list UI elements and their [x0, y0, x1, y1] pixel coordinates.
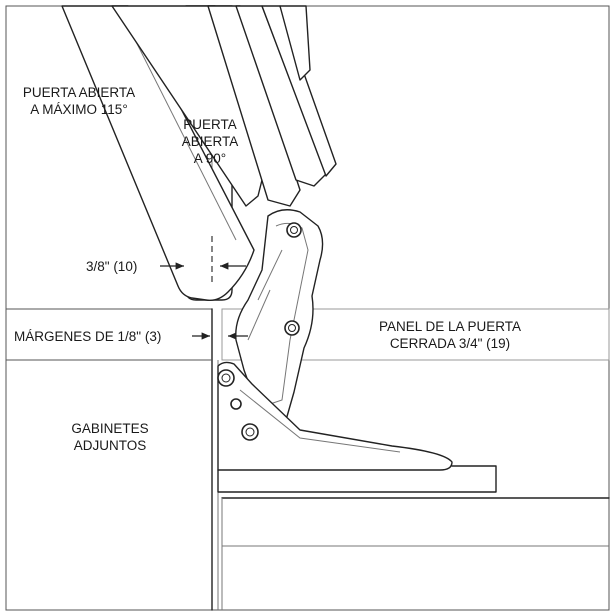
label-door-open-90: PUERTA ABIERTA A 90° [170, 116, 250, 167]
label-gap-38-fraction: 3/8" [86, 259, 110, 274]
label-gap-38-mm: (10) [109, 259, 138, 274]
hinge-arm-plate-a [207, 5, 301, 207]
mounting-screw-top [217, 369, 235, 387]
label-margins-mm: (3) [141, 329, 162, 344]
label-door-open-115-line2: A MÁXIMO 115° [30, 102, 128, 117]
label-gap-38: 3/8" (10) [86, 258, 137, 275]
label-door-open-115-line1: PUERTA ABIERTA [22, 85, 136, 100]
hinge-linkage [235, 209, 324, 421]
label-margins: MÁRGENES DE 1/8" (3) [14, 328, 161, 345]
hinge-arm-plate-d [279, 5, 311, 81]
mounting-screw-bottom [241, 423, 259, 441]
door-open-115 [61, 5, 255, 302]
label-closed-door-panel: PANEL DE LA PUERTA CERRADA 3/4" (19) [350, 318, 550, 352]
pivot-bolt-upper [286, 222, 302, 238]
label-adjoining-cabinets: GABINETES ADJUNTOS [50, 420, 170, 454]
base-rail-top [217, 465, 497, 493]
mounting-screw-top-inner [221, 373, 231, 383]
label-door-open-90-line2: ABIERTA [181, 134, 239, 149]
pivot-bolt-upper-inner [290, 226, 298, 234]
hinge-linkage-arm [247, 249, 283, 341]
hinge-arm-plate-b [235, 5, 327, 187]
label-panel-cerrada: CERRADA [389, 336, 459, 351]
hinge-mounting-plate [217, 361, 453, 471]
label-panel-mm: (19) [482, 336, 511, 351]
label-panel-fraction: 3/4" [458, 336, 483, 351]
label-cabinets-line1: GABINETES [71, 421, 149, 436]
label-panel-line2: CERRADA 3/4" (19) [350, 335, 550, 352]
mounting-hole-small [230, 398, 242, 410]
label-door-open-115: PUERTA ABIERTA A MÁXIMO 115° [12, 84, 146, 118]
adjoining-cabinet-top [5, 308, 213, 361]
label-margins-text: MÁRGENES DE [14, 329, 118, 344]
mounting-screw-bottom-inner [245, 427, 255, 437]
pivot-bolt-middle-inner [288, 324, 296, 332]
pivot-bolt-middle [284, 320, 300, 336]
label-door-open-90-line1: PUERTA [183, 117, 237, 132]
label-door-open-90-line3: A 90° [193, 151, 227, 166]
diagram-frame [5, 5, 610, 611]
label-panel-line1: PANEL DE LA PUERTA [378, 319, 522, 334]
label-cabinets-line2: ADJUNTOS [73, 438, 147, 453]
label-margins-fraction: 1/8" [117, 329, 142, 344]
hinge-plate-inner [239, 389, 401, 453]
hinge-arm-plate-c [261, 5, 337, 177]
